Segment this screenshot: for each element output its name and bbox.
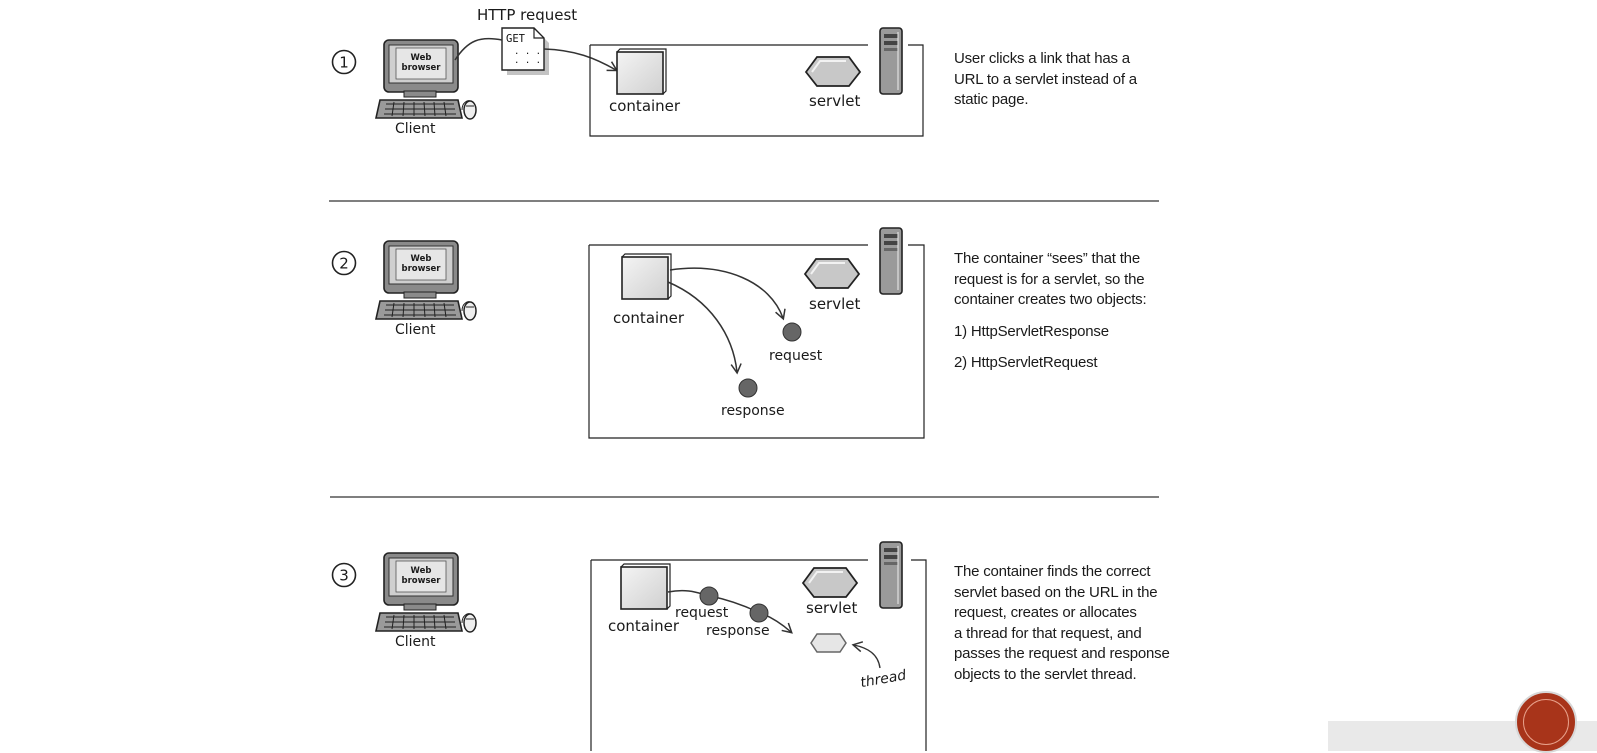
step-2-number: 2 [331,250,357,276]
servlet-icon-1 [805,56,861,87]
container-icon-1 [616,48,667,95]
step-2-item: 1) HttpServletResponse [954,322,1109,340]
step-3-line: The container finds the correct [954,563,1151,580]
container-icon-3 [620,563,671,610]
request-object-3 [699,586,719,606]
web-browser-label-3b: browser [402,576,442,586]
servlet-label-3: servlet [806,599,857,617]
response-object-2 [738,378,758,398]
web-browser-label-2: browser [402,63,442,73]
step-3-line: servlet based on the URL in the [954,583,1158,601]
thread-label: thread [859,667,907,691]
step-2-item: 2) HttpServletRequest [954,354,1098,371]
servlet-icon-2 [804,258,860,289]
response-label-3: response [706,623,770,639]
container-label-1: container [609,97,681,115]
step-3-line: objects to the servlet thread. [954,665,1137,683]
request-object-2 [782,322,802,342]
step-1-number: 1 [331,49,357,75]
web-browser-label-2b: browser [402,264,442,274]
step-3-line: request, creates or allocates [954,604,1137,621]
client-label-3: Client [395,634,436,650]
servlet-thread-icon [810,633,847,653]
step-1-description: User clicks a link that has a URL to a s… [954,49,1137,111]
container-label-3: container [608,617,680,635]
step-1-line: static page. [954,91,1029,108]
container-label-2: container [613,309,685,327]
slide-logo-badge-ring [1523,699,1569,745]
step-2-line: container creates two objects: [954,291,1147,308]
step-1-number-label: 1 [339,54,349,72]
response-object-3 [749,603,769,623]
web-browser-label-3a: Web [411,566,432,576]
svg-text:. . .: . . . [514,56,541,66]
servlet-label-1: servlet [809,92,860,110]
servlet-icon-3 [802,567,858,598]
step-1-line: URL to a servlet instead of a [954,70,1137,88]
servlet-label-2: servlet [809,295,860,313]
step-3-number-label: 3 [339,567,349,585]
step-2-line: request is for a servlet, so the [954,270,1145,288]
request-label-3: request [675,605,729,621]
step-1-line: User clicks a link that has a [954,50,1130,67]
svg-text:. . .: . . . [514,47,541,57]
response-label-2: response [721,403,785,419]
step-2-description: The container “sees” that the request is… [954,249,1147,374]
server-tower-icon-2 [879,227,903,295]
request-label-2: request [769,348,823,364]
step-3-description: The container finds the correct servlet … [954,562,1170,685]
step-3-line: passes the request and response [954,645,1170,662]
get-label: GET [506,33,526,45]
client-label-2: Client [395,322,436,338]
step-3-line: a thread for that request, and [954,624,1142,642]
step-2-line: The container “sees” that the [954,250,1140,267]
client-label: Client [395,121,436,137]
server-box-3 [590,559,927,751]
container-icon-2 [621,253,672,300]
slide-logo-badge-icon [1515,691,1577,753]
server-box-1 [589,44,924,137]
get-document-icon: GET . . . . . . [501,27,549,75]
step-3-number: 3 [331,562,357,588]
http-request-label: HTTP request [477,6,577,24]
server-tower-icon-1 [879,27,903,95]
step-2-number-label: 2 [339,255,349,273]
server-box-2 [588,244,925,439]
server-tower-icon-3 [879,541,903,609]
web-browser-label-1: Web [411,53,432,63]
client-computer-icon-3 [375,552,477,633]
web-browser-label-2a: Web [411,254,432,264]
client-computer-icon-2 [375,240,477,321]
